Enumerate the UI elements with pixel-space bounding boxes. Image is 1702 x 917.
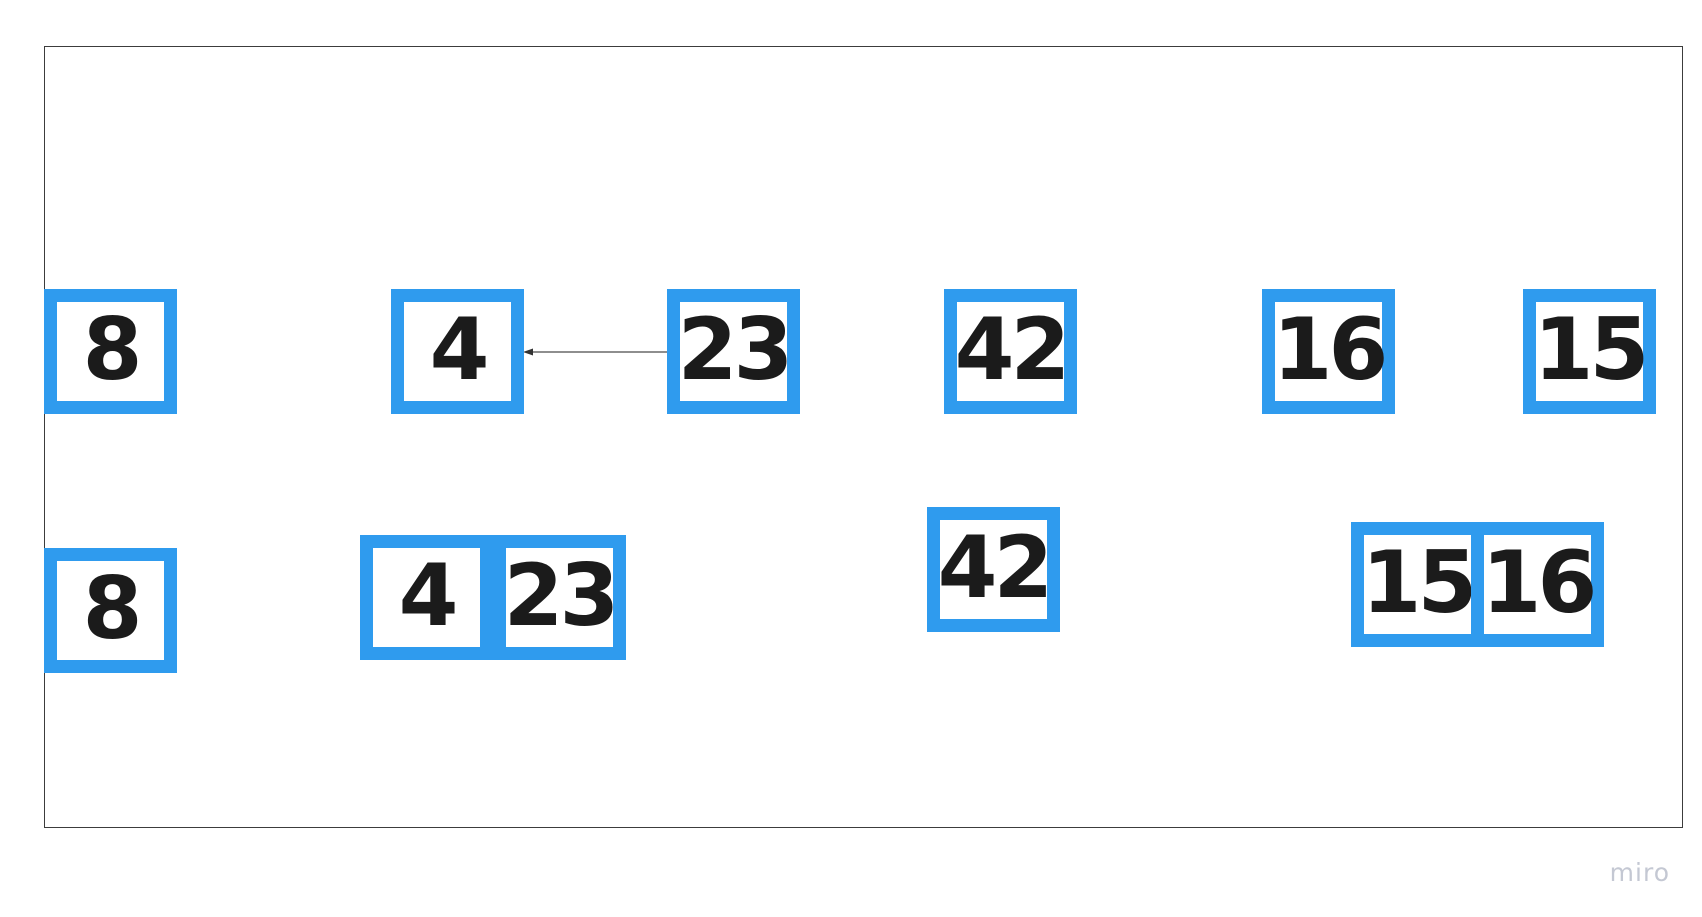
- node-16-top[interactable]: 16: [1262, 289, 1395, 414]
- miro-watermark: miro: [1609, 858, 1670, 887]
- node-label: 8: [82, 299, 143, 400]
- node-label: 16: [1272, 299, 1389, 400]
- node-label: 23: [503, 545, 620, 646]
- diagram-frame: [44, 46, 1683, 828]
- node-4-bottom[interactable]: 4: [360, 535, 493, 660]
- node-23-top[interactable]: 23: [667, 289, 800, 414]
- node-label: 8: [82, 558, 143, 659]
- node-4-top[interactable]: 4: [391, 289, 524, 414]
- node-label: 15: [1361, 532, 1478, 633]
- node-8-top[interactable]: 8: [44, 289, 177, 414]
- node-label: 16: [1481, 532, 1598, 633]
- node-label: 42: [954, 299, 1071, 400]
- node-label: 23: [677, 299, 794, 400]
- node-15-bottom[interactable]: 15: [1351, 522, 1484, 647]
- node-16-bottom[interactable]: 16: [1471, 522, 1604, 647]
- node-8-bottom[interactable]: 8: [44, 548, 177, 673]
- node-label: 4: [398, 545, 459, 646]
- node-15-top[interactable]: 15: [1523, 289, 1656, 414]
- node-label: 4: [429, 299, 490, 400]
- node-42-top[interactable]: 42: [944, 289, 1077, 414]
- node-23-bottom[interactable]: 23: [493, 535, 626, 660]
- node-label: 15: [1533, 299, 1650, 400]
- node-label: 42: [937, 517, 1054, 618]
- node-42-bottom[interactable]: 42: [927, 507, 1060, 632]
